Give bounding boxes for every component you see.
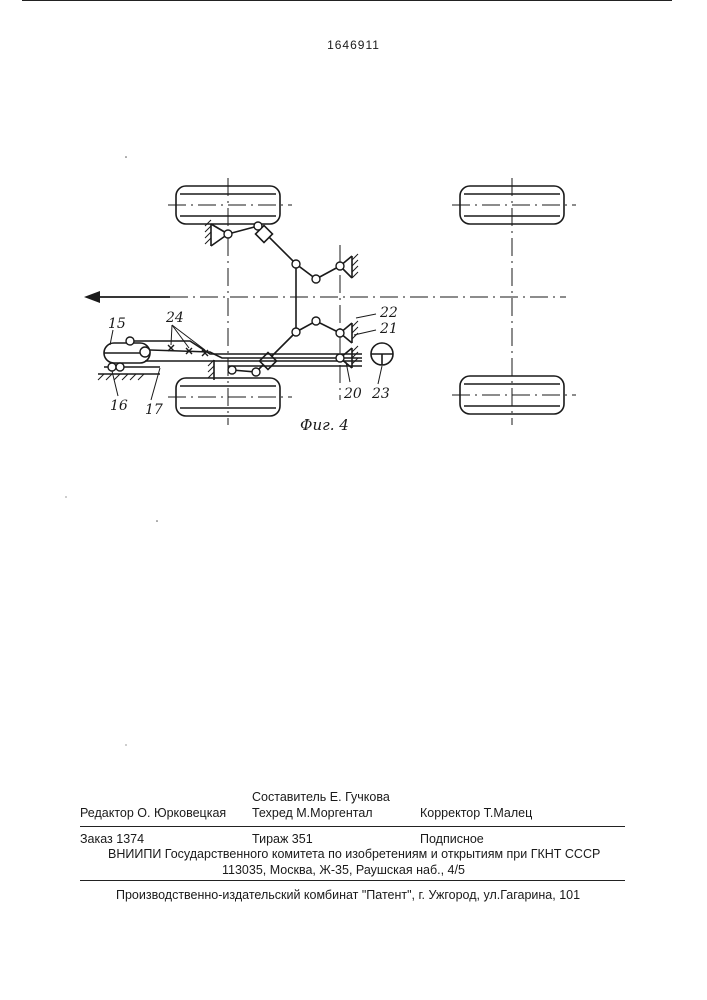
label-24: 24: [165, 310, 184, 326]
compiler-line: Составитель Е. Гучкова: [252, 790, 390, 804]
label-17: 17: [145, 402, 163, 418]
label-20: 20: [343, 386, 362, 402]
institute-line: ВНИИПИ Государственного комитета по изоб…: [108, 847, 600, 861]
divider-1: [80, 826, 625, 827]
order-line: Заказ 1374: [80, 832, 144, 846]
trailer-coupling: [98, 343, 160, 374]
label-21: 21: [379, 321, 398, 337]
scan-specks: [65, 156, 157, 745]
techred-line: Техред М.Моргентал: [252, 806, 373, 820]
label-16: 16: [110, 398, 128, 414]
direction-arrow: [84, 291, 170, 303]
label-23: 23: [371, 386, 390, 402]
axis-lines: [110, 178, 576, 425]
subscription-line: Подписное: [420, 832, 484, 846]
printer-line: Производственно-издательский комбинат "П…: [116, 888, 580, 902]
ground-hatching: [98, 374, 144, 380]
editor-line: Редактор О. Юрковецкая: [80, 806, 226, 820]
address-line: 113035, Москва, Ж-35, Раушская наб., 4/5: [222, 863, 465, 877]
figure-caption: Фиг. 4: [300, 416, 349, 434]
upper-linkage: [211, 224, 352, 332]
corrector-line: Корректор Т.Малец: [420, 806, 532, 820]
steering-bars: [130, 341, 362, 366]
circulation-line: Тираж 351: [252, 832, 313, 846]
label-22: 22: [379, 305, 398, 321]
coupling-rollers: [108, 337, 150, 371]
steering-wheel: [371, 343, 393, 365]
label-15: 15: [108, 316, 126, 332]
divider-2: [80, 880, 625, 881]
